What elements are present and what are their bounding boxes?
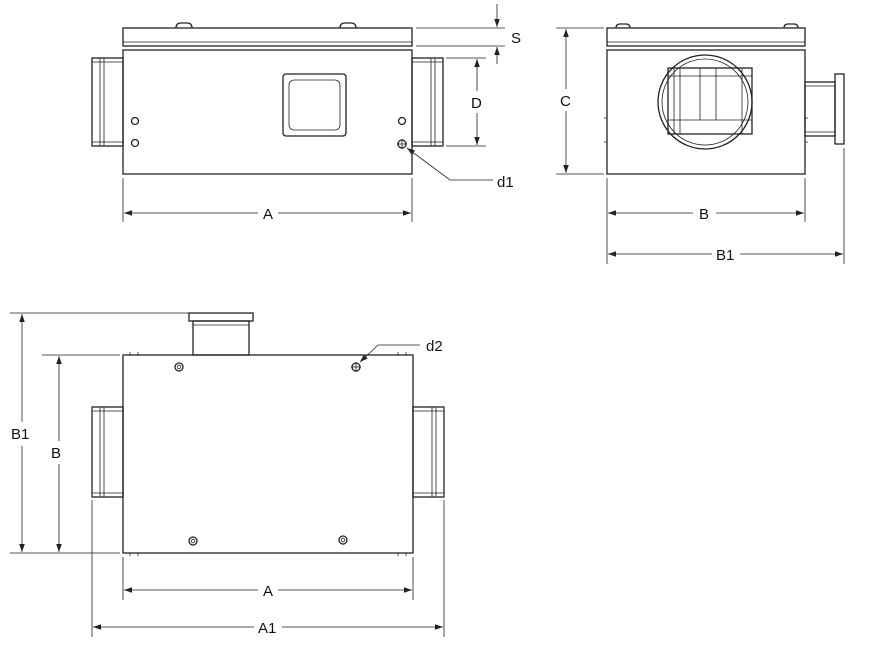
side-fan-opening: [657, 54, 753, 150]
front-top-bolts: [175, 22, 357, 29]
top-view: d2 B1 B A A1: [10, 312, 445, 637]
side-total-depth-label: B1: [716, 247, 734, 264]
front-access-panel: [282, 73, 347, 137]
side-depth-label: B: [699, 206, 709, 223]
top-body: [122, 354, 414, 554]
front-right-spigot: [411, 57, 444, 147]
top-total-width-label: A1: [258, 620, 276, 637]
top-right-spigot: [412, 406, 445, 498]
side-height-label: C: [560, 93, 571, 110]
top-body-depth-label: B: [51, 445, 61, 462]
top-total-depth-label: B1: [11, 426, 29, 443]
top-mounting-holes: [174, 362, 361, 546]
side-total-depth-dimension: [608, 148, 845, 264]
side-outlet-spigot: [804, 73, 845, 145]
front-thickness-dimension: [416, 4, 505, 64]
top-hole-label: d2: [426, 338, 443, 355]
top-body-width-label: A: [263, 583, 273, 600]
front-body: [122, 49, 413, 175]
front-spigot-dimension: [446, 57, 486, 147]
front-thickness-label: S: [511, 30, 521, 47]
front-spigot-label: D: [471, 95, 482, 112]
front-view: d1 A D S: [91, 4, 521, 223]
side-top-plate: [606, 27, 806, 47]
top-body-depth-dimension: [42, 354, 120, 552]
side-height-dimension: [556, 27, 604, 175]
front-top-plate: [122, 27, 413, 47]
front-left-spigot: [91, 57, 124, 147]
front-holes: [130, 116, 407, 149]
front-width-label: A: [263, 206, 273, 223]
front-hole-leader: [406, 147, 493, 181]
side-depth-dimension: [606, 178, 806, 264]
top-left-spigot: [91, 406, 124, 498]
top-total-width-dimension: [91, 500, 445, 637]
front-hole-label: d1: [497, 174, 514, 191]
top-hole-leader: [359, 344, 420, 363]
top-total-depth-dimension: [10, 312, 189, 554]
top-outlet-spigot: [188, 312, 254, 356]
side-view: C B B1: [556, 23, 845, 264]
top-body-width-dimension: [122, 557, 414, 600]
front-width-dimension: [122, 178, 413, 222]
